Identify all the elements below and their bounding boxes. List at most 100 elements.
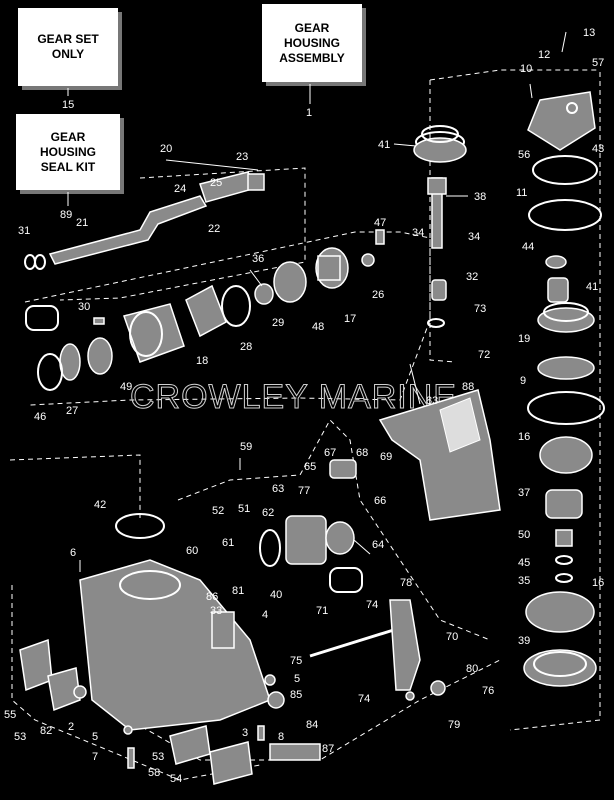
carrier-18 xyxy=(123,303,185,363)
callout: 53 xyxy=(14,731,26,743)
callout: 47 xyxy=(374,217,386,229)
callout: 38 xyxy=(474,191,486,203)
callout: 34 xyxy=(412,227,424,239)
callout: 57 xyxy=(592,57,604,69)
cover-56 xyxy=(527,91,596,151)
callout: 53 xyxy=(152,751,164,763)
callout: 21 xyxy=(76,217,88,229)
callout: 71 xyxy=(316,605,328,617)
callout: 24 xyxy=(174,183,186,195)
callout: 17 xyxy=(344,313,356,325)
callout: 41 xyxy=(586,281,598,293)
callout: 27 xyxy=(66,405,78,417)
callout: 64 xyxy=(372,539,384,551)
callout: 73 xyxy=(474,303,486,315)
callout: 85 xyxy=(290,689,302,701)
callout: 16 xyxy=(518,431,530,443)
callout: 82 xyxy=(40,725,52,737)
callout: 61 xyxy=(222,537,234,549)
callout: 56 xyxy=(518,149,530,161)
callout: 2 xyxy=(68,721,74,733)
callout: 70 xyxy=(446,631,458,643)
callout: 30 xyxy=(78,301,90,313)
gear-16-upper xyxy=(539,436,593,474)
callout: 66 xyxy=(374,495,386,507)
callout: 26 xyxy=(372,289,384,301)
callout: 10 xyxy=(520,63,532,75)
callout: 5 xyxy=(92,731,98,743)
callout: 75 xyxy=(290,655,302,667)
callout: 42 xyxy=(94,499,106,511)
callout: 36 xyxy=(252,253,264,265)
callout: 50 xyxy=(518,529,530,541)
callout: 63 xyxy=(272,483,284,495)
callout: 33 xyxy=(210,605,222,617)
callout: 76 xyxy=(482,685,494,697)
o-ring-9 xyxy=(527,391,605,425)
callout: 78 xyxy=(400,577,412,589)
callout: 77 xyxy=(298,485,310,497)
callout: 19 xyxy=(518,333,530,345)
callout: 68 xyxy=(356,447,368,459)
callout: 87 xyxy=(322,743,334,755)
callout: 86 xyxy=(206,591,218,603)
callout: 4 xyxy=(262,609,268,621)
callout: 40 xyxy=(270,589,282,601)
callout: 54 xyxy=(170,773,182,785)
callout: 22 xyxy=(208,223,220,235)
callout: 7 xyxy=(92,751,98,763)
callout-1: 1 xyxy=(306,107,312,119)
watermark-text: CROWLEY MARINE xyxy=(130,378,457,416)
gear-16-lower xyxy=(525,591,595,633)
callout: 23 xyxy=(236,151,248,163)
callout: 44 xyxy=(522,241,534,253)
callout: 16 xyxy=(592,577,604,589)
callout: 13 xyxy=(583,27,595,39)
callout: 20 xyxy=(160,143,172,155)
callout: 28 xyxy=(240,341,252,353)
callout: 25 xyxy=(210,177,222,189)
callout-89: 89 xyxy=(60,209,72,221)
gear-housing-seal-kit-box: GEAR HOUSING SEAL KIT xyxy=(16,114,120,190)
callout: 74 xyxy=(366,599,378,611)
kit-label: GEAR HOUSING ASSEMBLY xyxy=(279,20,345,65)
callout: 79 xyxy=(448,719,460,731)
callout: 31 xyxy=(18,225,30,237)
callout: 80 xyxy=(466,663,478,675)
kit-label: GEAR SET ONLY xyxy=(37,32,99,61)
callout: 12 xyxy=(538,49,550,61)
o-ring-42 xyxy=(115,513,165,539)
callout: 84 xyxy=(306,719,318,731)
shaft-20 xyxy=(48,195,208,265)
callout: 37 xyxy=(518,487,530,499)
callout: 43 xyxy=(592,143,604,155)
callout: 9 xyxy=(520,375,526,387)
callout: 35 xyxy=(518,575,530,587)
callout: 8 xyxy=(278,731,284,743)
o-ring-43 xyxy=(532,155,598,185)
callout: 49 xyxy=(120,381,132,393)
callout: 11 xyxy=(516,187,527,199)
o-ring-11 xyxy=(528,199,602,231)
callout: 46 xyxy=(34,411,46,423)
callout: 51 xyxy=(238,503,250,515)
callout: 55 xyxy=(4,709,16,721)
callout: 69 xyxy=(380,451,392,463)
callout: 32 xyxy=(466,271,478,283)
callout: 5 xyxy=(294,673,300,685)
callout: 3 xyxy=(242,727,248,739)
callout: 41 xyxy=(378,139,390,151)
bearing-41-upper xyxy=(413,137,467,163)
callout-15: 15 xyxy=(62,99,74,111)
gear-set-only-box: GEAR SET ONLY xyxy=(18,8,118,86)
gear-housing-assembly-box: GEAR HOUSING ASSEMBLY xyxy=(262,4,362,82)
callout: 62 xyxy=(262,507,274,519)
callout: 58 xyxy=(148,767,160,779)
callout: 81 xyxy=(232,585,244,597)
callout: 29 xyxy=(272,317,284,329)
callout: 67 xyxy=(324,447,336,459)
callout: 88 xyxy=(462,381,474,393)
callout: 18 xyxy=(196,355,208,367)
